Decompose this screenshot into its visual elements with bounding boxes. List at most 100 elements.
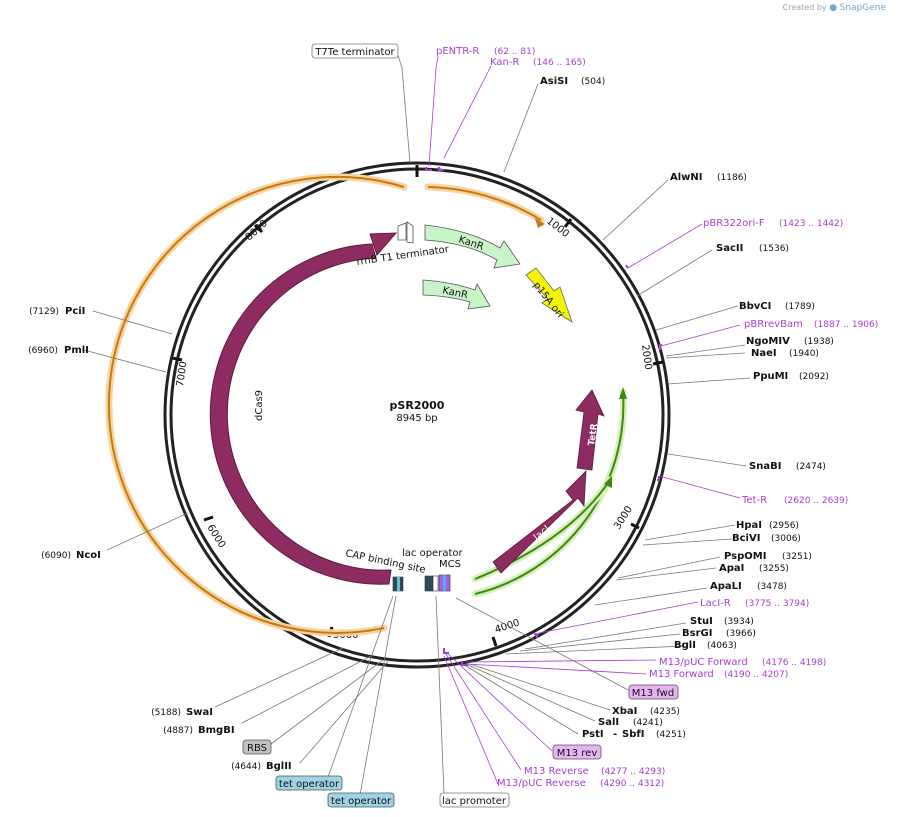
primer-kan-r-name: Kan-R	[490, 57, 519, 68]
kanr-outer-arrow	[424, 224, 521, 269]
site-bcivi-pos: (3006)	[771, 534, 801, 544]
leader-swai	[214, 647, 344, 708]
site-alwni-name: AlwNI	[670, 172, 703, 183]
leader-ppumi	[667, 377, 751, 385]
primer-m13puc-reverse-name: M13/pUC Reverse	[497, 778, 586, 789]
rrnb-t1-mark-1	[397, 222, 407, 241]
site-stui-name: StuI	[690, 616, 713, 627]
site-apali-pos: (3478)	[757, 582, 787, 592]
tick-1000	[563, 218, 573, 228]
m13-rev-box-label: M13 rev	[557, 748, 598, 759]
leader-bcivi	[642, 538, 733, 546]
leader-sacii	[636, 249, 713, 297]
primer-marks	[425, 167, 662, 666]
leader-apali	[594, 587, 708, 606]
leader-bbvci	[655, 305, 739, 331]
site-naei-name: NaeI	[751, 348, 777, 359]
site-bbvci-pos: (1789)	[785, 302, 815, 312]
primer-pentr-r-name: pENTR-R	[436, 46, 479, 57]
mcs-mark-inner	[443, 575, 446, 591]
leader-ncoi	[106, 512, 189, 551]
lac-promoter-box-label: lac promoter	[442, 796, 507, 807]
primer-pbrrevbam-pos: (1887 .. 1906)	[814, 320, 878, 330]
tet-operator-box-1	[275, 775, 343, 791]
leader-pbrrevbam	[660, 324, 741, 347]
leader-tet-op-1	[327, 595, 394, 778]
site-apai-name: ApaI	[719, 563, 744, 574]
primer-pbr322ori-f-name: pBR322ori-F	[703, 218, 765, 229]
orange-arc-top-arrow	[535, 218, 545, 228]
primer-m13-forward-pos: (4190 .. 4207)	[724, 670, 788, 680]
tick-label-7000: 7000	[175, 361, 189, 388]
primer-m13puc-reverse-pos: (4290 .. 4312)	[600, 779, 664, 789]
site-bmgbi-name: BmgBI	[198, 725, 235, 736]
leader-m13-fwd-box	[455, 597, 629, 691]
tetr-arrow	[575, 389, 605, 471]
tick-6000	[203, 515, 214, 522]
leader-t7te	[397, 54, 411, 164]
site-bglii-name: BglII	[266, 761, 292, 772]
tick-2000	[652, 360, 664, 366]
leader-rbs	[270, 659, 384, 745]
laci-arrow	[492, 469, 587, 574]
site-xbai-pos: (4235)	[650, 707, 680, 717]
leader-m13-rev-box	[445, 651, 553, 752]
rbs-box-label: RBS	[247, 743, 267, 754]
primer-leader-lines	[428, 55, 741, 785]
leader-xbai	[469, 663, 611, 711]
leader-naei	[665, 352, 746, 359]
leader-m13-reverse	[445, 653, 522, 771]
green-arc-outer-arrow	[619, 387, 627, 399]
primer-mark-pbr322ori-f	[625, 264, 629, 269]
leader-m13-forward	[465, 663, 647, 675]
site-bsrgi-pos: (3966)	[726, 629, 756, 639]
site-bcivi-name: BciVI	[732, 533, 760, 544]
tick-7000	[171, 356, 183, 362]
primer-mark-tet-r	[657, 476, 660, 481]
leader-asisi	[503, 83, 539, 173]
mcs-label: MCS	[439, 559, 461, 570]
site-ncoi-name: NcoI	[76, 550, 101, 561]
tetr-label: TetR	[587, 423, 600, 447]
kanr-outer-label: KanR	[457, 234, 485, 252]
m13-fwd-box	[628, 684, 679, 700]
site-sbfi-name: SbfI	[622, 729, 644, 740]
leader-sali	[467, 664, 596, 722]
site-ngomiv-name: NgoMIV	[746, 336, 790, 347]
leader-lines	[83, 54, 751, 796]
leader-tet-r	[658, 475, 741, 499]
m13-fwd-box-label: M13 fwd	[632, 688, 674, 699]
cap-lac-features	[392, 574, 451, 592]
site-apai-pos: (3255)	[759, 564, 789, 574]
leader-pentr-r	[428, 55, 439, 167]
primer-mark-pentr-r	[425, 167, 432, 171]
site-snabi-name: SnaBI	[749, 461, 781, 472]
leader-hpai	[644, 524, 736, 541]
primer-laci-r-pos: (3775 .. 3794)	[745, 599, 809, 609]
orange-arc-top	[427, 186, 542, 221]
dcas9-arrow-head	[369, 232, 398, 256]
tick-3000	[630, 522, 640, 530]
site-pcii-name: PciI	[65, 306, 85, 317]
primer-m13-forward-name: M13 Forward	[649, 669, 714, 680]
rrnb-t1-mark-2	[406, 221, 414, 244]
primer-m13puc-fwd-pos: (4176 .. 4198)	[762, 658, 826, 668]
site-bsrgi-name: BsrGI	[682, 628, 712, 639]
leader-laci-r	[533, 601, 699, 635]
site-snabi-pos: (2474)	[796, 462, 826, 472]
plasmid-name: pSR2000	[390, 399, 445, 412]
kanr-inner-label: KanR	[441, 285, 469, 301]
site-apali-name: ApaLI	[710, 581, 742, 592]
primer-pentr-r-pos: (62 .. 81)	[494, 47, 535, 57]
primer-m13-reverse-pos: (4277 .. 4293)	[601, 767, 665, 777]
leader-kan-r	[443, 65, 492, 159]
site-sbfi-separator: -	[613, 729, 617, 740]
leader-pmli	[83, 349, 167, 373]
site-asisi-name: AsiSI	[540, 76, 568, 87]
primer-pbr322ori-f-pos: (1423 .. 1442)	[779, 219, 843, 229]
primer-kan-r-pos: (146 .. 165)	[533, 58, 586, 68]
leader-bmgbi	[241, 655, 372, 724]
leader-m13puc-reverse	[443, 655, 499, 785]
site-sacii-pos: (1536)	[759, 244, 789, 254]
